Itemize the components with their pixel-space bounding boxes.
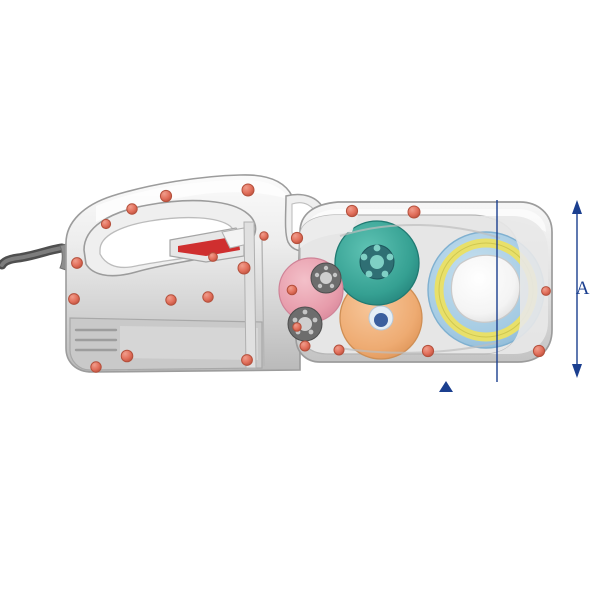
screw: [286, 284, 298, 296]
dimension-arrow-down: [572, 364, 582, 378]
screw: [421, 344, 435, 358]
screw: [290, 231, 304, 245]
component-teal-pulley: [334, 220, 420, 306]
screw: [165, 294, 177, 306]
component-small-gear-upper: [310, 262, 342, 294]
screw: [241, 354, 253, 366]
gear-housing: [278, 201, 553, 363]
dimension-annotation: [439, 200, 582, 392]
screw: [407, 205, 421, 219]
screw: [259, 231, 269, 241]
screw: [345, 204, 359, 218]
component-small-gear-lower: [287, 306, 323, 342]
screw: [71, 257, 83, 269]
vent-slots: [74, 328, 118, 352]
screw: [237, 261, 251, 275]
screw: [90, 361, 102, 373]
component-blue-drum: [427, 231, 545, 349]
pointer-triangle-icon: [439, 381, 453, 392]
screw: [333, 344, 345, 356]
screw-group: [68, 183, 551, 373]
trigger-switch-indicator: [178, 236, 240, 256]
screw: [100, 218, 112, 230]
screw: [159, 189, 173, 203]
screw: [120, 349, 134, 363]
screw: [541, 286, 551, 296]
dimension-arrow-up: [572, 200, 582, 214]
screw: [299, 340, 311, 352]
screw: [532, 344, 546, 358]
screw: [292, 322, 302, 332]
dimension-label-a: A: [575, 278, 590, 299]
screw: [241, 183, 255, 197]
power-cord: [0, 243, 70, 271]
screw: [202, 291, 214, 303]
screw: [208, 252, 218, 262]
screw: [68, 293, 80, 305]
screw: [126, 203, 138, 215]
